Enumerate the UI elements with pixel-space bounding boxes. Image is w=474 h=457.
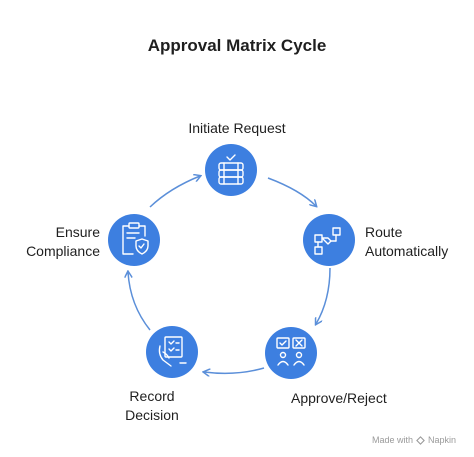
approve-reject-users-icon <box>276 337 306 366</box>
step-label-line: Record <box>129 388 175 404</box>
step-label-line: Initiate Request <box>188 120 286 136</box>
arrow-route-to-approve <box>316 267 331 324</box>
step-label-ensure-compliance: Ensure Compliance <box>0 223 100 261</box>
step-node-record-decision <box>146 326 198 378</box>
step-label-line: Decision <box>125 407 179 423</box>
footer-brand: Napkin <box>427 435 456 445</box>
arrow-record-to-ensure <box>128 272 151 331</box>
database-check-icon <box>218 154 244 185</box>
arrow-ensure-to-initiate <box>149 176 200 208</box>
step-label-record-decision: Record Decision <box>102 387 202 425</box>
diagram-title: Approval Matrix Cycle <box>147 36 327 55</box>
step-label-line: Ensure <box>55 224 100 240</box>
step-label-line: Route <box>365 224 403 240</box>
step-label-approve-reject: Approve/Reject <box>291 389 387 408</box>
step-node-approve-reject <box>265 327 317 379</box>
arrow-approve-to-record <box>204 367 265 373</box>
flowchart-icon <box>314 227 341 255</box>
step-label-line: Automatically <box>365 243 449 259</box>
clipboard-shield-icon <box>122 222 149 255</box>
footer-text: Made with <box>371 435 413 445</box>
step-label-line: Compliance <box>26 243 100 259</box>
step-label-initiate-request: Initiate Request <box>0 119 474 138</box>
made-with-napkin-badge[interactable]: Made with Napkin <box>372 435 456 445</box>
arrow-initiate-to-route <box>267 177 316 206</box>
step-node-initiate-request <box>205 144 257 196</box>
napkin-logo-icon <box>416 435 425 445</box>
step-label-route-automatically: Route Automatically <box>365 223 448 261</box>
hand-checklist-icon <box>158 336 187 367</box>
step-node-route-automatically <box>303 214 355 266</box>
step-node-ensure-compliance <box>108 214 160 266</box>
step-label-line: Approve/Reject <box>291 390 387 406</box>
